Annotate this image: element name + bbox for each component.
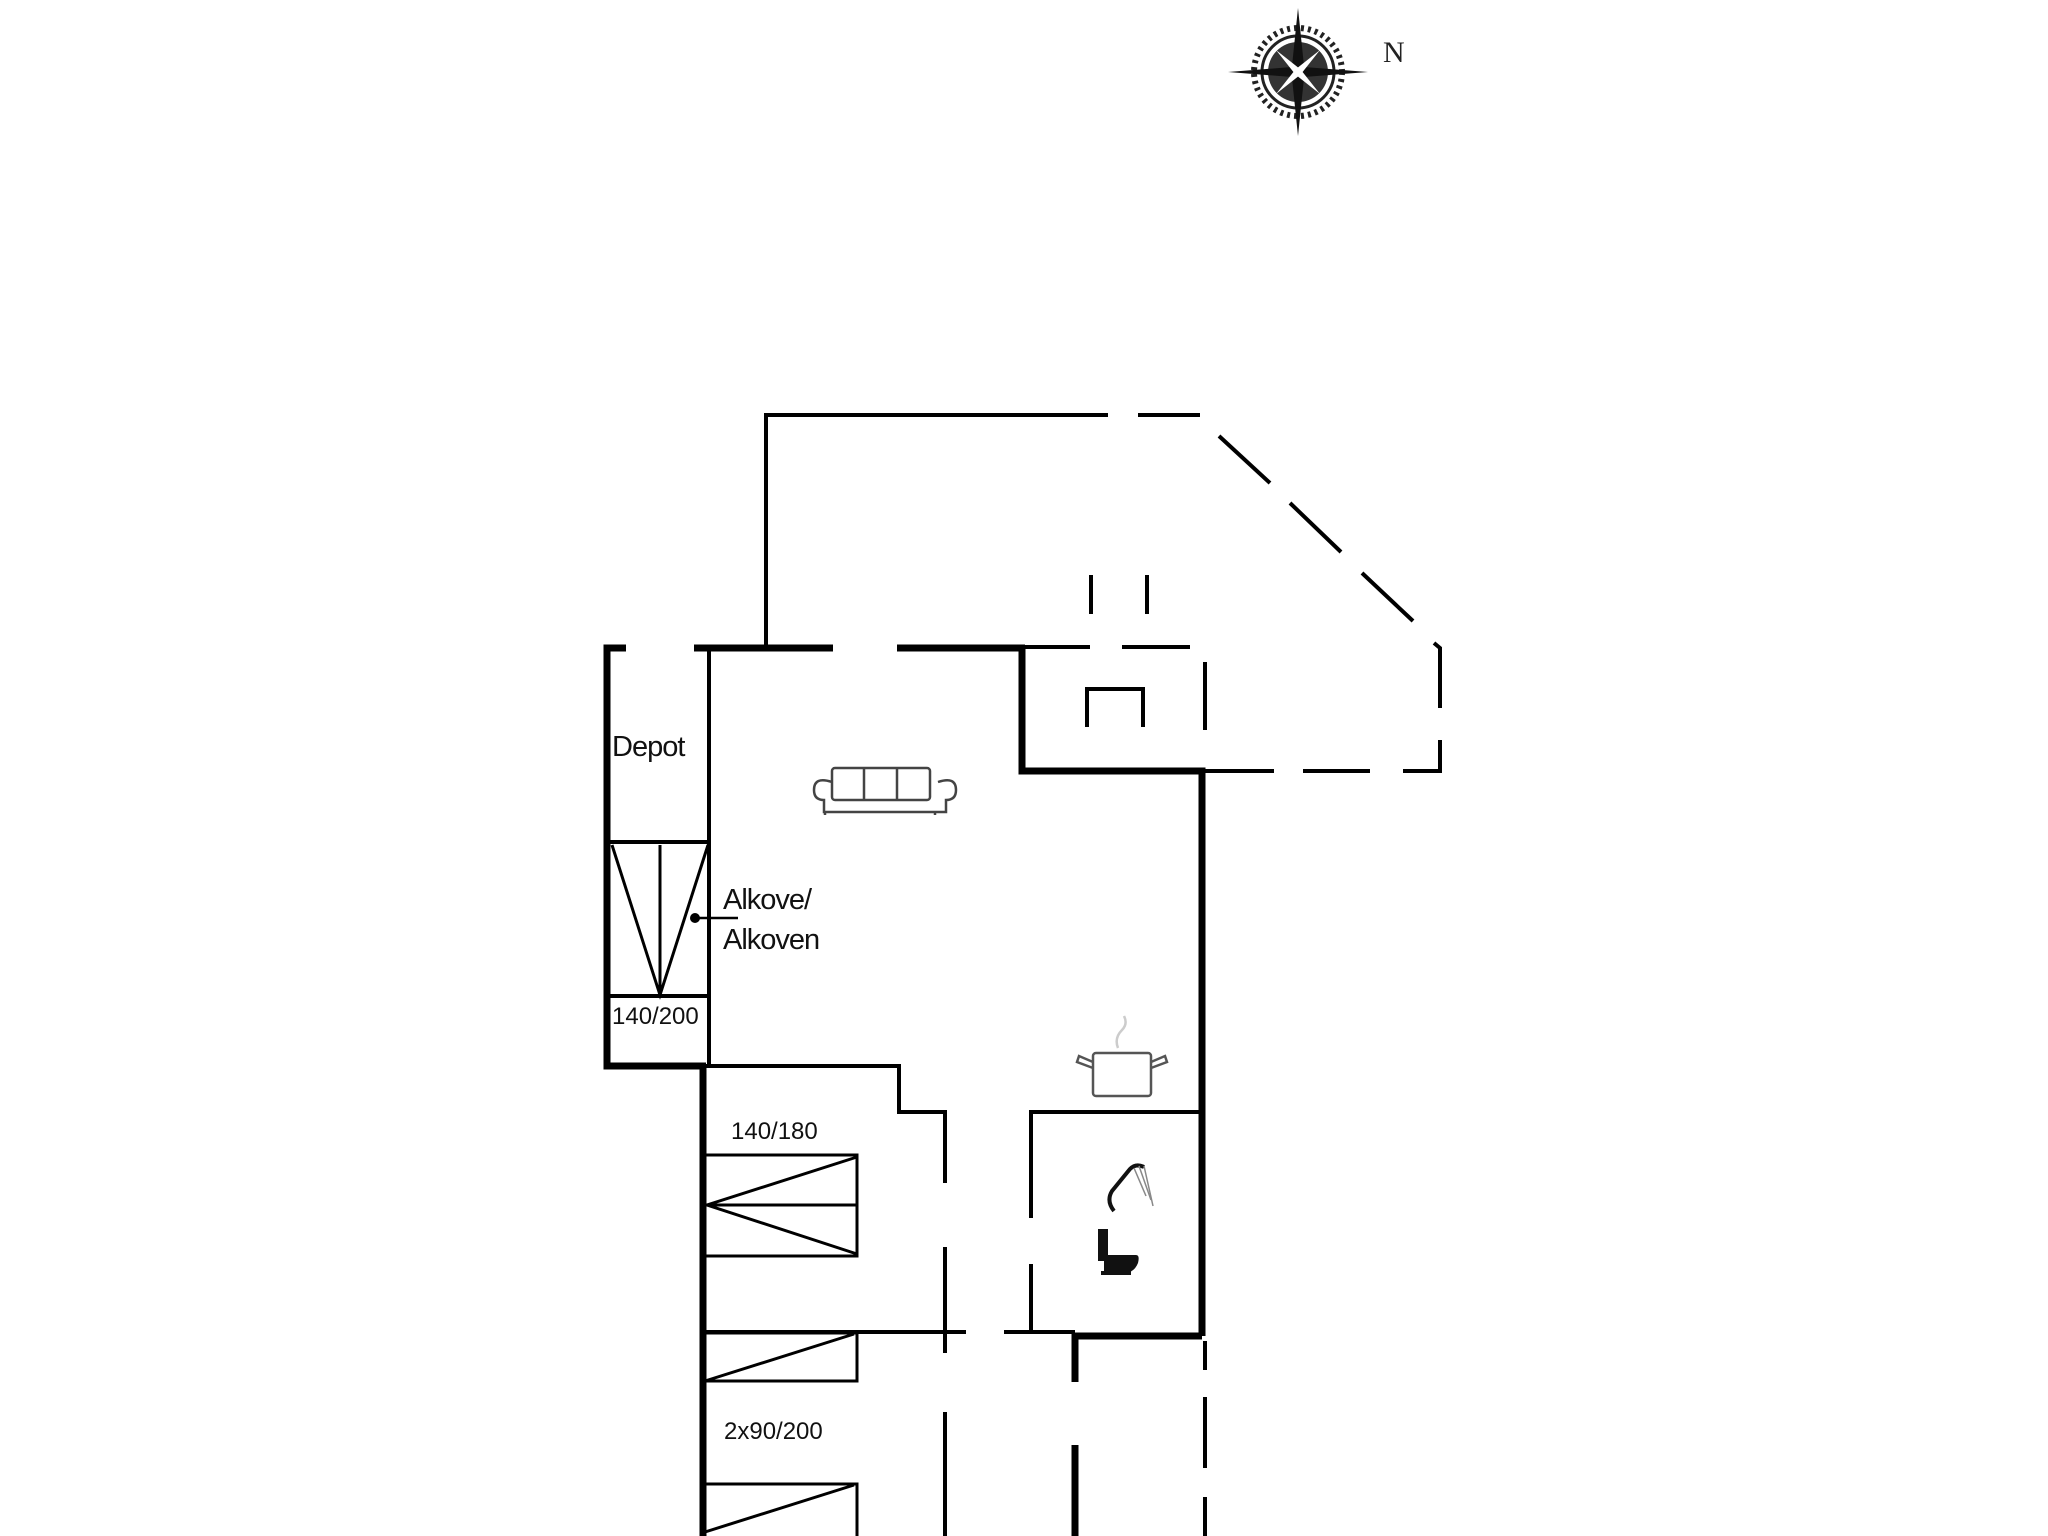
compass-north-label: N [1383, 36, 1405, 69]
bed-2x90-200-a [703, 1331, 859, 1383]
bed-2x90-200-b [703, 1482, 859, 1536]
exterior-walls [603, 644, 1206, 1536]
compass-rose-icon [1228, 8, 1368, 136]
sofa-icon [812, 766, 958, 815]
cooking-pot-icon [1075, 1015, 1169, 1098]
room-label-depot: Depot [612, 731, 685, 763]
terrace-outline [764, 413, 1442, 773]
alcove-leader [690, 913, 738, 923]
bed-140-180 [702, 1153, 859, 1258]
room-label-alcove-line1: Alkove/ [723, 884, 812, 916]
toilet-icon [1098, 1229, 1139, 1275]
bed-size-bedroom2: 2x90/200 [724, 1418, 823, 1445]
shower-icon [1107, 1163, 1154, 1213]
bed-size-bedroom1: 140/180 [731, 1118, 818, 1145]
bed-size-alcove: 140/200 [612, 1003, 699, 1030]
room-label-alcove-line2: Alkoven [723, 924, 820, 956]
interior-walls [609, 648, 1207, 1536]
alcove-bed [610, 844, 710, 1000]
